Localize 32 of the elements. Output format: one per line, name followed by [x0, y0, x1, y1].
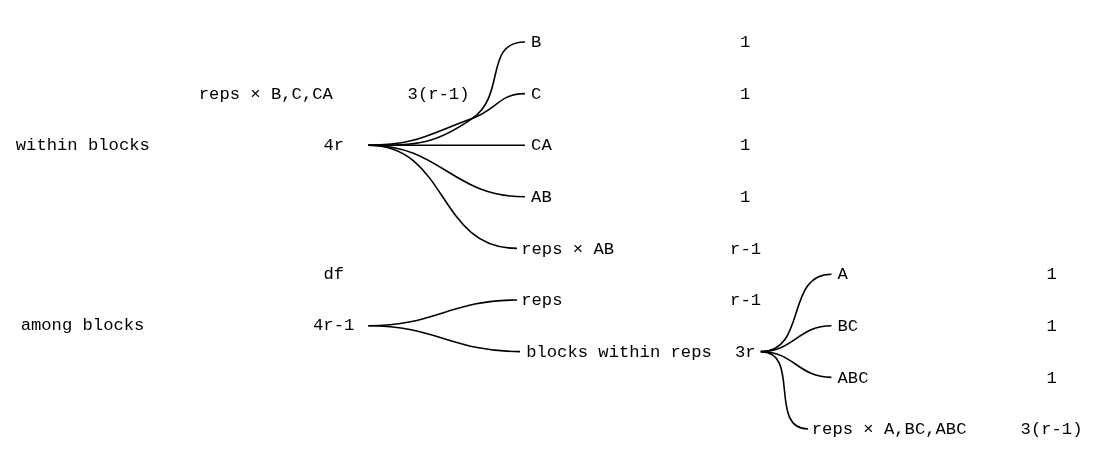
node-label: r-1: [730, 290, 762, 310]
node-label: 1: [739, 32, 751, 52]
node-text: A: [837, 264, 848, 284]
connector: [760, 350, 809, 430]
node-text: B: [531, 32, 542, 52]
connector: [367, 143, 518, 249]
node-text: reps × AB: [521, 239, 615, 259]
node-text: reps × B,C,CA: [198, 84, 333, 104]
node-text: C: [531, 84, 542, 104]
node-text: 4r: [323, 135, 345, 155]
label: df: [323, 264, 345, 284]
node-text: BC: [837, 316, 859, 336]
node-label: 3(r-1): [407, 84, 470, 104]
node-label: 1: [1046, 368, 1057, 388]
node-label: 1: [1046, 316, 1057, 336]
node-text: ABC: [837, 368, 869, 388]
node-text: 4r-1: [313, 315, 355, 335]
node-label: r-1: [730, 239, 762, 259]
node-label: 1: [739, 84, 751, 104]
node-label: 1: [1046, 264, 1057, 284]
node-text: reps: [521, 290, 563, 310]
node-text: blocks within reps: [526, 342, 712, 362]
node-label: 1: [739, 135, 751, 155]
connector: [367, 324, 521, 352]
node-text: CA: [531, 135, 552, 155]
label: within blocks: [15, 135, 150, 155]
node-label: 3r: [734, 342, 756, 362]
node-text: reps × A,BC,ABC: [811, 419, 967, 439]
node-label: 1: [739, 187, 751, 207]
node-text: AB: [531, 187, 552, 207]
node-label: 3(r-1): [1020, 419, 1083, 439]
label: among blocks: [20, 315, 145, 335]
